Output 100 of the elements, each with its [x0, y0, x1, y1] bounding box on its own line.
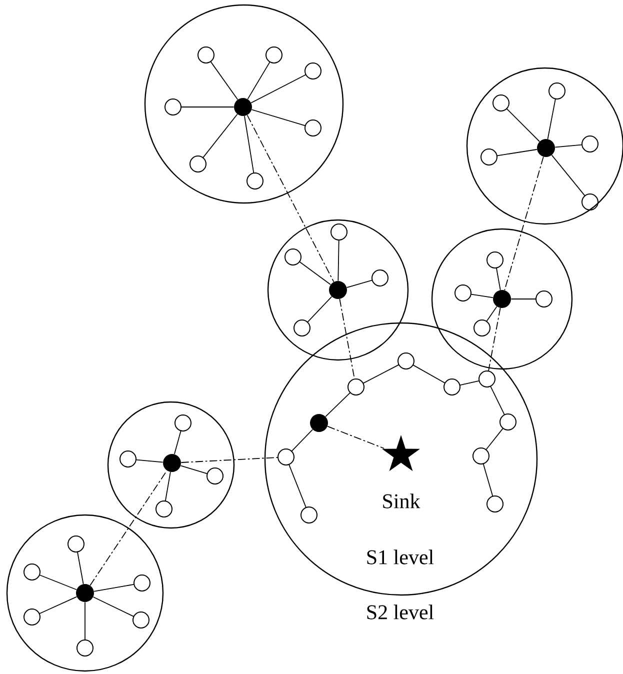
- sensor-node: [300, 506, 318, 524]
- sensor-node: [500, 414, 516, 430]
- sensor-node: [198, 46, 214, 64]
- sensor-node: [478, 370, 496, 388]
- link-line: [84, 602, 86, 640]
- route-line: [246, 115, 334, 282]
- link-line: [291, 429, 313, 452]
- link-line: [511, 298, 536, 300]
- link-line: [555, 144, 582, 148]
- sensor-node: [68, 536, 84, 552]
- sensor-node: [294, 320, 310, 336]
- cluster-head: [234, 98, 252, 116]
- cluster-head: [310, 414, 328, 432]
- link-line: [552, 154, 586, 196]
- route-line: [339, 298, 355, 380]
- sensor-node: [246, 172, 264, 190]
- sensor-node: [492, 94, 510, 112]
- link-line: [247, 62, 270, 100]
- link-line: [251, 74, 306, 104]
- sensor-node: [480, 148, 498, 166]
- sensor-node: [548, 82, 566, 100]
- link-line: [39, 574, 77, 590]
- link-line: [460, 380, 480, 386]
- sink-star: [382, 435, 420, 472]
- cluster-circle: [431, 228, 573, 370]
- link-line: [346, 280, 372, 288]
- link-line: [506, 108, 540, 142]
- cluster-circle: [6, 514, 164, 672]
- sensor-node: [304, 62, 322, 80]
- link-line: [39, 596, 77, 614]
- sensor-node: [24, 564, 40, 580]
- link-line: [496, 268, 501, 290]
- sensor-node: [76, 640, 94, 656]
- link-line: [136, 459, 163, 463]
- level-label: S2 level: [367, 604, 434, 620]
- route-line: [327, 426, 384, 449]
- sensor-node: [156, 500, 172, 518]
- node-caption: Sink: [383, 494, 420, 508]
- sensor-node: [278, 448, 294, 466]
- sensor-node: [486, 252, 504, 268]
- route-line: [181, 457, 278, 463]
- cluster-head: [493, 290, 511, 308]
- link-line: [496, 149, 538, 156]
- link-line: [180, 465, 208, 474]
- link-line: [94, 584, 134, 592]
- sensor-node: [582, 136, 598, 152]
- cluster-circle: [107, 401, 235, 529]
- link-line: [244, 116, 254, 174]
- cluster-circle: [267, 219, 409, 361]
- sensor-node: [120, 450, 136, 468]
- link-line: [165, 472, 171, 502]
- route-line: [488, 308, 501, 372]
- sensor-node: [284, 248, 302, 266]
- link-line: [338, 240, 340, 281]
- sensor-node: [582, 194, 598, 210]
- link-line: [486, 306, 498, 322]
- link-line: [490, 386, 505, 415]
- sensor-node: [330, 224, 348, 240]
- sensor-node: [474, 320, 490, 336]
- link-line: [288, 464, 306, 508]
- route-line: [90, 470, 168, 586]
- link-line: [174, 430, 182, 454]
- sensor-node: [206, 468, 224, 484]
- sensor-node: [398, 352, 414, 370]
- sensor-node: [348, 378, 364, 396]
- link-line: [412, 364, 446, 384]
- sensor-node: [536, 290, 552, 308]
- sensor-node: [174, 414, 192, 432]
- sensor-node: [190, 156, 206, 172]
- route-line: [504, 156, 544, 290]
- sensor-node: [134, 574, 150, 592]
- sensor-node: [132, 612, 150, 628]
- link-line: [325, 392, 350, 417]
- sensor-node: [472, 448, 490, 464]
- link-line: [299, 262, 331, 285]
- link-line: [77, 552, 84, 584]
- link-line: [202, 114, 238, 158]
- link-line: [486, 428, 504, 450]
- link-line: [210, 61, 238, 100]
- link-line: [547, 98, 556, 140]
- link-line: [363, 364, 399, 384]
- cluster-head: [537, 139, 555, 157]
- sensor-node: [304, 120, 322, 136]
- sensor-node: [454, 284, 472, 302]
- sensor-node: [24, 608, 40, 626]
- sensor-node: [486, 496, 504, 512]
- cluster-head: [76, 584, 94, 602]
- link-line: [93, 596, 134, 617]
- link-line: [181, 106, 234, 108]
- link-line: [482, 464, 494, 496]
- link-line: [307, 296, 332, 322]
- link-line: [470, 294, 493, 298]
- cluster-circle: [144, 4, 344, 204]
- sensor-node: [266, 46, 282, 64]
- link-line: [252, 109, 306, 126]
- cluster-head: [163, 454, 181, 472]
- cluster-head: [329, 281, 347, 299]
- sensor-node: [372, 270, 388, 286]
- sensor-node: [444, 378, 460, 396]
- sensor-node: [164, 98, 182, 116]
